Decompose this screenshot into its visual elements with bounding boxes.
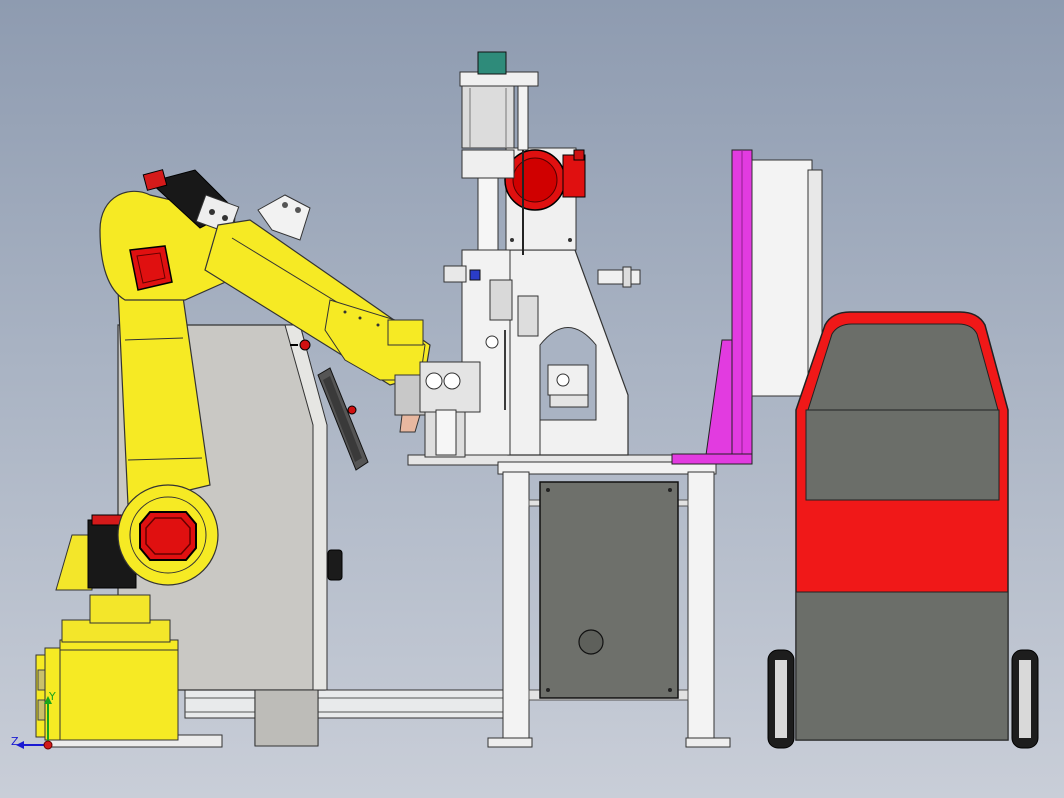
y-axis-label: Y	[49, 690, 56, 703]
magenta-fixture	[671, 149, 823, 465]
bracket-part	[257, 194, 311, 241]
teach-pendant	[317, 367, 369, 471]
axis-triad[interactable]	[16, 696, 53, 750]
floor-rail	[47, 689, 504, 748]
z-axis-label: Z	[11, 735, 19, 748]
cart	[767, 311, 1039, 749]
x-axis-origin	[43, 740, 53, 750]
fixture-station	[407, 51, 731, 748]
robot-arm	[35, 169, 436, 741]
